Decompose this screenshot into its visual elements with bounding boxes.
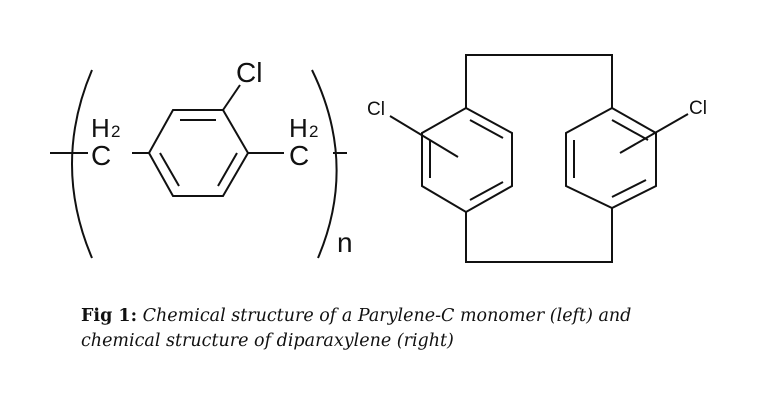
c-left-label: C	[91, 140, 111, 171]
left-cl-label: Cl	[367, 99, 385, 120]
caption-label: Fig 1:	[81, 306, 138, 326]
left-bracket	[71, 69, 93, 259]
h2-right-sub: 2	[309, 122, 318, 141]
cl-label: Cl	[236, 57, 262, 88]
figure-caption: Fig 1: Chemical structure of a Parylene-…	[81, 304, 721, 354]
left-ring-double-2	[469, 181, 504, 201]
right-benzene-ring	[565, 106, 657, 210]
bottom-bridge	[465, 208, 613, 263]
repeat-n-label: n	[337, 227, 353, 258]
parylene-c-monomer	[50, 69, 347, 259]
cl-bond	[222, 84, 241, 111]
top-bridge	[465, 54, 613, 108]
double-bond-inner-left	[159, 152, 180, 187]
right-bracket	[311, 69, 338, 259]
right-cl-label: Cl	[689, 98, 707, 119]
chemical-structures-figure: Cl H 2 C H 2 C n Cl Cl	[50, 54, 707, 263]
right-cl-bond	[619, 113, 689, 154]
left-cl-bond	[389, 115, 459, 158]
right-ring-double-2	[611, 179, 647, 198]
caption-line-2: chemical structure of diparaxylene (righ…	[81, 331, 454, 351]
diparaxylene	[389, 54, 689, 263]
left-ring-double-1	[469, 119, 504, 139]
double-bond-inner-right	[217, 152, 238, 187]
c-right-label: C	[289, 140, 309, 171]
right-ring-double-1	[611, 119, 649, 141]
h2-left-label: H	[91, 113, 110, 143]
h2-left-sub: 2	[111, 122, 120, 141]
parylene-labels: Cl H 2 C H 2 C n	[91, 57, 353, 258]
diparaxylene-labels: Cl Cl	[367, 98, 707, 120]
benzene-ring	[147, 109, 250, 197]
caption-line-1: Chemical structure of a Parylene-C monom…	[142, 306, 632, 326]
h2-right-label: H	[289, 113, 308, 143]
left-benzene-ring	[421, 106, 513, 214]
